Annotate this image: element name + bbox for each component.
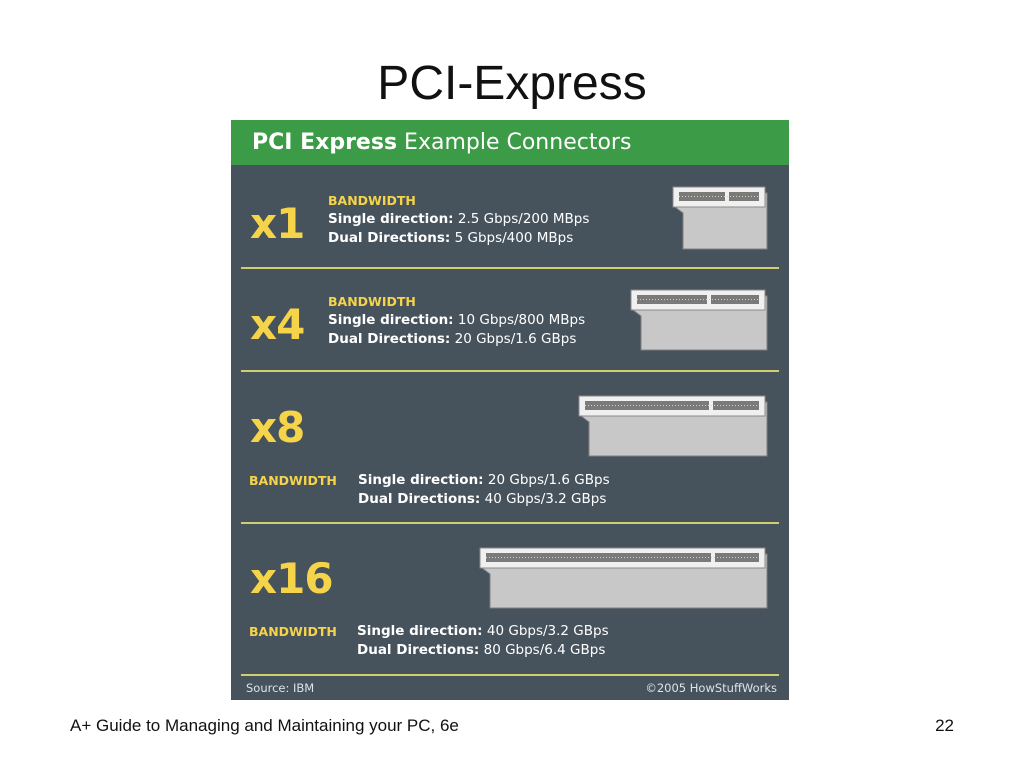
dual-direction-row: Dual Directions: 40 Gbps/3.2 GBps xyxy=(358,491,607,507)
lane-label-x1: x1 xyxy=(250,199,305,248)
bandwidth-title: BANDWIDTH xyxy=(328,294,416,309)
figure-header: PCI Express Example Connectors xyxy=(231,120,789,165)
lane-label-x4: x4 xyxy=(250,300,305,349)
single-direction-row: Single direction: 20 Gbps/1.6 GBps xyxy=(358,472,610,488)
single-direction-row: Single direction: 10 Gbps/800 MBps xyxy=(328,312,586,328)
slide-footer: A+ Guide to Managing and Maintaining you… xyxy=(70,716,459,735)
bandwidth-x1: BANDWIDTH Single direction: 2.5 Gbps/200… xyxy=(328,191,589,248)
bandwidth-title-x8: BANDWIDTH xyxy=(249,473,337,488)
page-number: 22 xyxy=(935,716,954,735)
lane-label-x8: x8 xyxy=(250,403,305,452)
bandwidth-x16: Single direction: 40 Gbps/3.2 GBps Dual … xyxy=(357,622,609,660)
source-credit: Source: IBM xyxy=(246,681,315,695)
figure-footer: Source: IBM ©2005 HowStuffWorks xyxy=(231,677,789,700)
bandwidth-x8: Single direction: 20 Gbps/1.6 GBps Dual … xyxy=(358,471,610,509)
divider xyxy=(241,674,779,676)
dual-direction-row: Dual Directions: 5 Gbps/400 MBps xyxy=(328,230,574,246)
bandwidth-title: BANDWIDTH xyxy=(328,193,416,208)
bandwidth-x4: BANDWIDTH Single direction: 10 Gbps/800 … xyxy=(328,292,585,349)
divider xyxy=(241,267,779,269)
divider xyxy=(241,522,779,524)
divider xyxy=(241,370,779,372)
dual-direction-row: Dual Directions: 20 Gbps/1.6 GBps xyxy=(328,331,577,347)
slot-x4-connector xyxy=(630,289,768,351)
slot-x8-connector xyxy=(578,395,768,457)
single-direction-row: Single direction: 40 Gbps/3.2 GBps xyxy=(357,623,609,639)
copyright-credit: ©2005 HowStuffWorks xyxy=(645,681,777,695)
dual-direction-row: Dual Directions: 80 Gbps/6.4 GBps xyxy=(357,642,606,658)
figure-header-bold: PCI Express xyxy=(252,130,398,155)
figure-header-rest: Example Connectors xyxy=(404,130,632,155)
slot-x1-connector xyxy=(672,186,768,250)
slide-title: PCI-Express xyxy=(377,57,647,110)
lane-label-x16: x16 xyxy=(250,554,334,603)
bandwidth-title-x16: BANDWIDTH xyxy=(249,624,337,639)
single-direction-row: Single direction: 2.5 Gbps/200 MBps xyxy=(328,211,590,227)
slot-x16-connector xyxy=(479,547,768,609)
pci-express-connectors-figure: PCI Express Example Connectors x1 BANDWI… xyxy=(231,120,789,700)
